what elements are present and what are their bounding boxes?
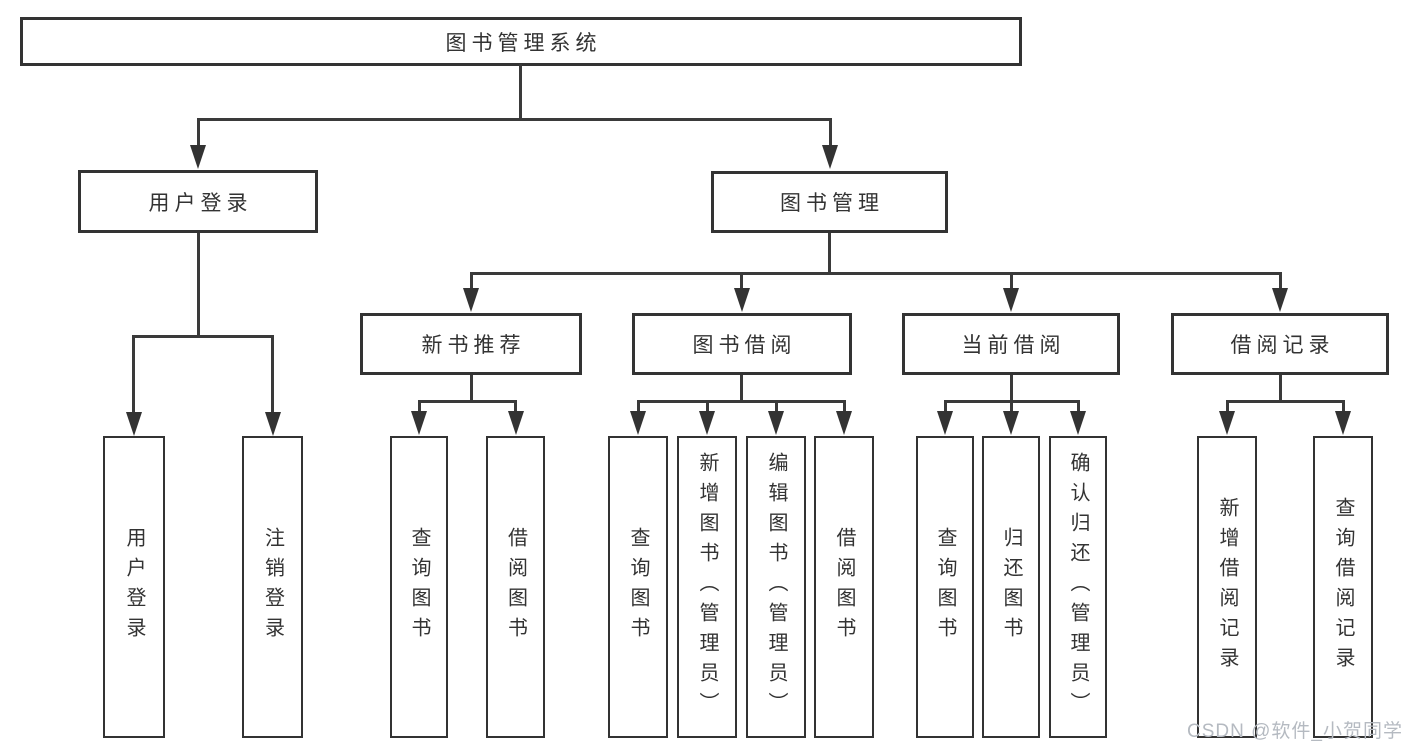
arrow-down-icon	[508, 411, 524, 435]
connector-line	[197, 118, 832, 121]
node-new-book-recommendation: 新书推荐	[360, 313, 582, 375]
leaf-add-books-admin-label: 新增图书（管理员）	[696, 452, 718, 722]
connector-line	[740, 272, 743, 292]
arrow-down-icon	[822, 145, 838, 169]
arrow-down-icon	[836, 411, 852, 435]
leaf-add-books-admin: 新增图书（管理员）	[677, 436, 737, 738]
arrow-down-icon	[1335, 411, 1351, 435]
arrow-down-icon	[190, 145, 206, 169]
node-borrowing-records: 借阅记录	[1171, 313, 1389, 375]
connector-line	[1342, 400, 1345, 415]
connector-line	[197, 233, 200, 337]
connector-line	[470, 375, 473, 402]
watermark: CSDN @软件_小贺同学	[1187, 721, 1403, 742]
connector-line	[637, 400, 845, 403]
leaf-query-books-current: 查询图书	[916, 436, 974, 738]
leaf-confirm-return-admin: 确认归还（管理员）	[1049, 436, 1107, 738]
node-book-management: 图书管理	[711, 171, 948, 233]
leaf-query-borrow-record-label: 查询借阅记录	[1332, 497, 1354, 677]
leaf-edit-books-admin-label: 编辑图书（管理员）	[765, 452, 787, 722]
arrow-down-icon	[1070, 411, 1086, 435]
arrow-down-icon	[937, 411, 953, 435]
node-library-management-system-label: 图书管理系统	[445, 31, 602, 55]
node-current-borrowing: 当前借阅	[902, 313, 1120, 375]
node-library-management-system: 图书管理系统	[20, 17, 1022, 66]
node-user-login: 用户登录	[78, 170, 318, 233]
arrow-down-icon	[411, 411, 427, 435]
arrow-down-icon	[768, 411, 784, 435]
connector-line	[514, 400, 517, 415]
leaf-query-borrow-record: 查询借阅记录	[1313, 436, 1373, 738]
connector-line	[1226, 400, 1344, 403]
leaf-user-login: 用户登录	[103, 436, 165, 738]
leaf-return-books: 归还图书	[982, 436, 1040, 738]
connector-line	[740, 375, 743, 402]
leaf-borrow-books: 借阅图书	[814, 436, 874, 738]
connector-line	[775, 400, 778, 415]
connector-line	[944, 400, 947, 415]
connector-line	[519, 64, 522, 120]
connector-line	[1010, 400, 1013, 415]
arrow-down-icon	[265, 412, 281, 436]
leaf-borrow-books-recommend: 借阅图书	[486, 436, 545, 738]
node-current-borrowing-label: 当前借阅	[961, 334, 1066, 357]
connector-line	[829, 118, 832, 152]
leaf-add-borrow-record-label: 新增借阅记录	[1216, 497, 1238, 677]
node-book-borrowing: 图书借阅	[632, 313, 852, 375]
arrow-down-icon	[126, 412, 142, 436]
connector-line	[706, 400, 709, 415]
arrow-down-icon	[699, 411, 715, 435]
leaf-confirm-return-admin-label: 确认归还（管理员）	[1067, 452, 1089, 722]
connector-line	[637, 400, 640, 415]
leaf-user-login-label: 用户登录	[123, 527, 145, 647]
connector-line	[470, 272, 473, 292]
connector-line	[418, 400, 421, 415]
arrow-down-icon	[1003, 411, 1019, 435]
connector-line	[1077, 400, 1080, 415]
arrow-down-icon	[463, 288, 479, 312]
leaf-query-books-current-label: 查询图书	[934, 527, 956, 647]
connector-line	[132, 335, 274, 338]
connector-line	[1226, 400, 1229, 415]
connector-line	[271, 335, 274, 418]
leaf-add-borrow-record: 新增借阅记录	[1197, 436, 1257, 738]
arrow-down-icon	[1219, 411, 1235, 435]
leaf-query-books-recommend-label: 查询图书	[408, 527, 430, 647]
leaf-logout: 注销登录	[242, 436, 303, 738]
connector-line	[132, 335, 135, 418]
node-user-login-label: 用户登录	[148, 191, 253, 215]
leaf-query-books-recommend: 查询图书	[390, 436, 448, 738]
connector-line	[197, 118, 200, 152]
leaf-borrow-books-recommend-label: 借阅图书	[504, 527, 527, 647]
arrow-down-icon	[630, 411, 646, 435]
connector-line	[1010, 375, 1013, 402]
leaf-borrow-books-label: 借阅图书	[833, 527, 855, 647]
arrow-down-icon	[1003, 288, 1019, 312]
node-book-borrowing-label: 图书借阅	[692, 334, 797, 357]
leaf-query-books-borrowing-label: 查询图书	[627, 527, 649, 647]
node-new-book-recommendation-label: 新书推荐	[421, 334, 526, 357]
node-borrowing-records-label: 借阅记录	[1230, 334, 1335, 357]
leaf-edit-books-admin: 编辑图书（管理员）	[746, 436, 806, 738]
leaf-logout-label: 注销登录	[261, 527, 284, 647]
arrow-down-icon	[1272, 288, 1288, 312]
connector-line	[1010, 272, 1013, 292]
connector-line	[828, 233, 831, 274]
connector-line	[470, 272, 1282, 275]
node-book-management-label: 图书管理	[780, 192, 884, 215]
connector-line	[418, 400, 517, 403]
connector-line	[843, 400, 846, 415]
arrow-down-icon	[734, 288, 750, 312]
connector-line	[1279, 375, 1282, 402]
leaf-return-books-label: 归还图书	[1000, 527, 1022, 647]
connector-line	[1279, 272, 1282, 292]
leaf-query-books-borrowing: 查询图书	[608, 436, 668, 738]
